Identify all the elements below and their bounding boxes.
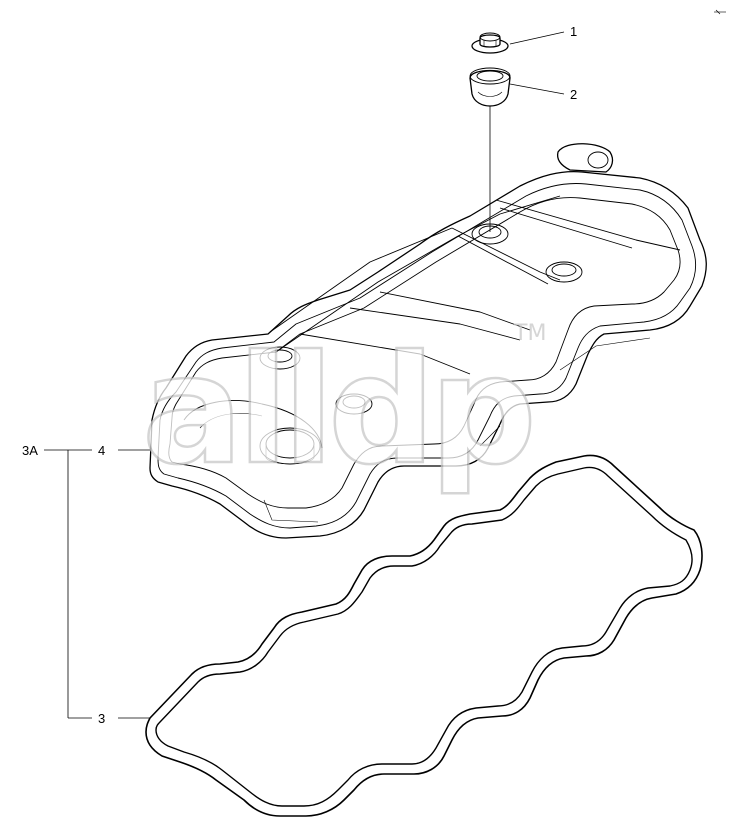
valve-cover [149,143,707,539]
callout-2: 2 [570,87,577,102]
leader-lines [44,31,565,719]
callout-3: 3 [98,711,105,726]
cap-nut [471,32,509,54]
callout-1: 1 [570,24,577,39]
callout-3a: 3A [22,443,38,458]
oil-filler-opening [259,427,321,465]
mounting-hole-rear [545,261,583,283]
mounting-hole-front [335,393,373,415]
watermark-text: alldp [142,324,531,498]
corner-mark-icon [714,9,726,15]
valve-cover-gasket [145,454,703,817]
mounting-hole-mid [259,346,301,370]
callout-4: 4 [98,443,105,458]
grommet-seal [469,67,511,107]
watermark-trademark: TM [513,321,546,346]
watermark-logo: alldp TM [141,321,547,499]
